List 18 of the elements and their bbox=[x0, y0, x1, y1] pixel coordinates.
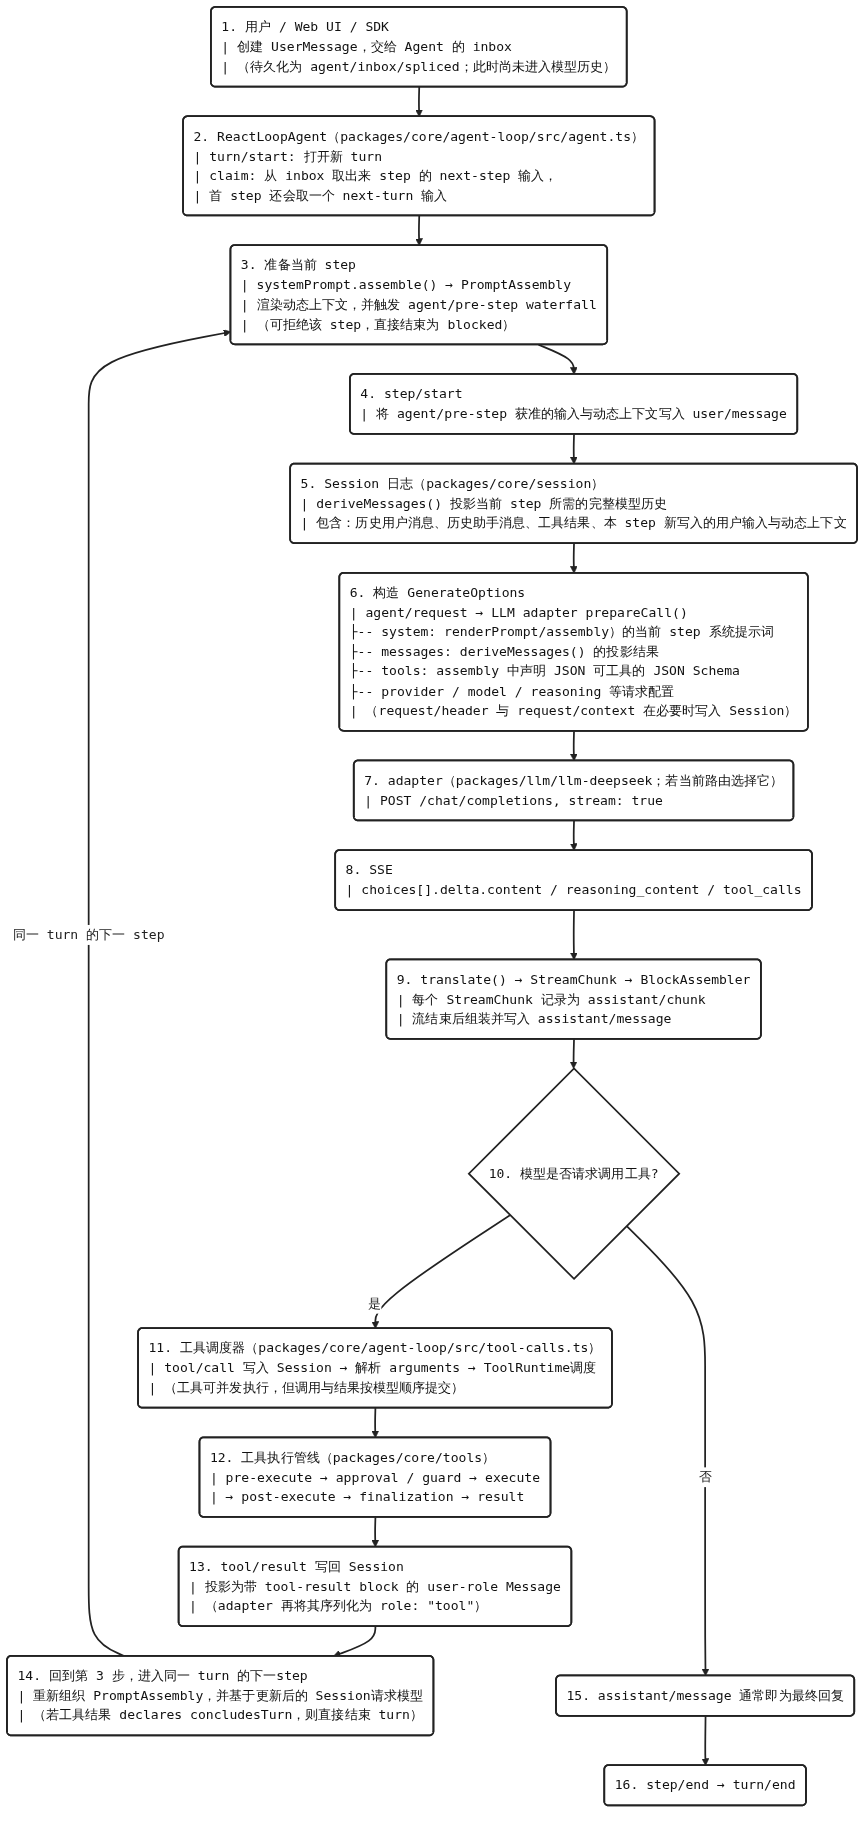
arrow bbox=[570, 433, 578, 465]
arrow bbox=[415, 86, 423, 117]
arrow bbox=[625, 1225, 710, 1677]
arrow bbox=[537, 343, 578, 375]
arrow bbox=[701, 1715, 710, 1766]
node-diamond: 10. 模型是否请求调用工具? bbox=[467, 1067, 681, 1281]
edge-label: 否 bbox=[698, 1469, 712, 1485]
edge-label: 同一 turn 的下一 step bbox=[12, 926, 165, 943]
arrow bbox=[570, 730, 578, 762]
arrow bbox=[570, 820, 578, 851]
arrow bbox=[371, 1407, 380, 1439]
arrow bbox=[371, 1214, 511, 1329]
arrow bbox=[371, 1516, 380, 1548]
arrow bbox=[570, 909, 578, 961]
arrow bbox=[570, 542, 578, 574]
arrow bbox=[415, 215, 423, 246]
arrow bbox=[569, 1038, 578, 1069]
edge-label: 是 bbox=[368, 1295, 382, 1312]
